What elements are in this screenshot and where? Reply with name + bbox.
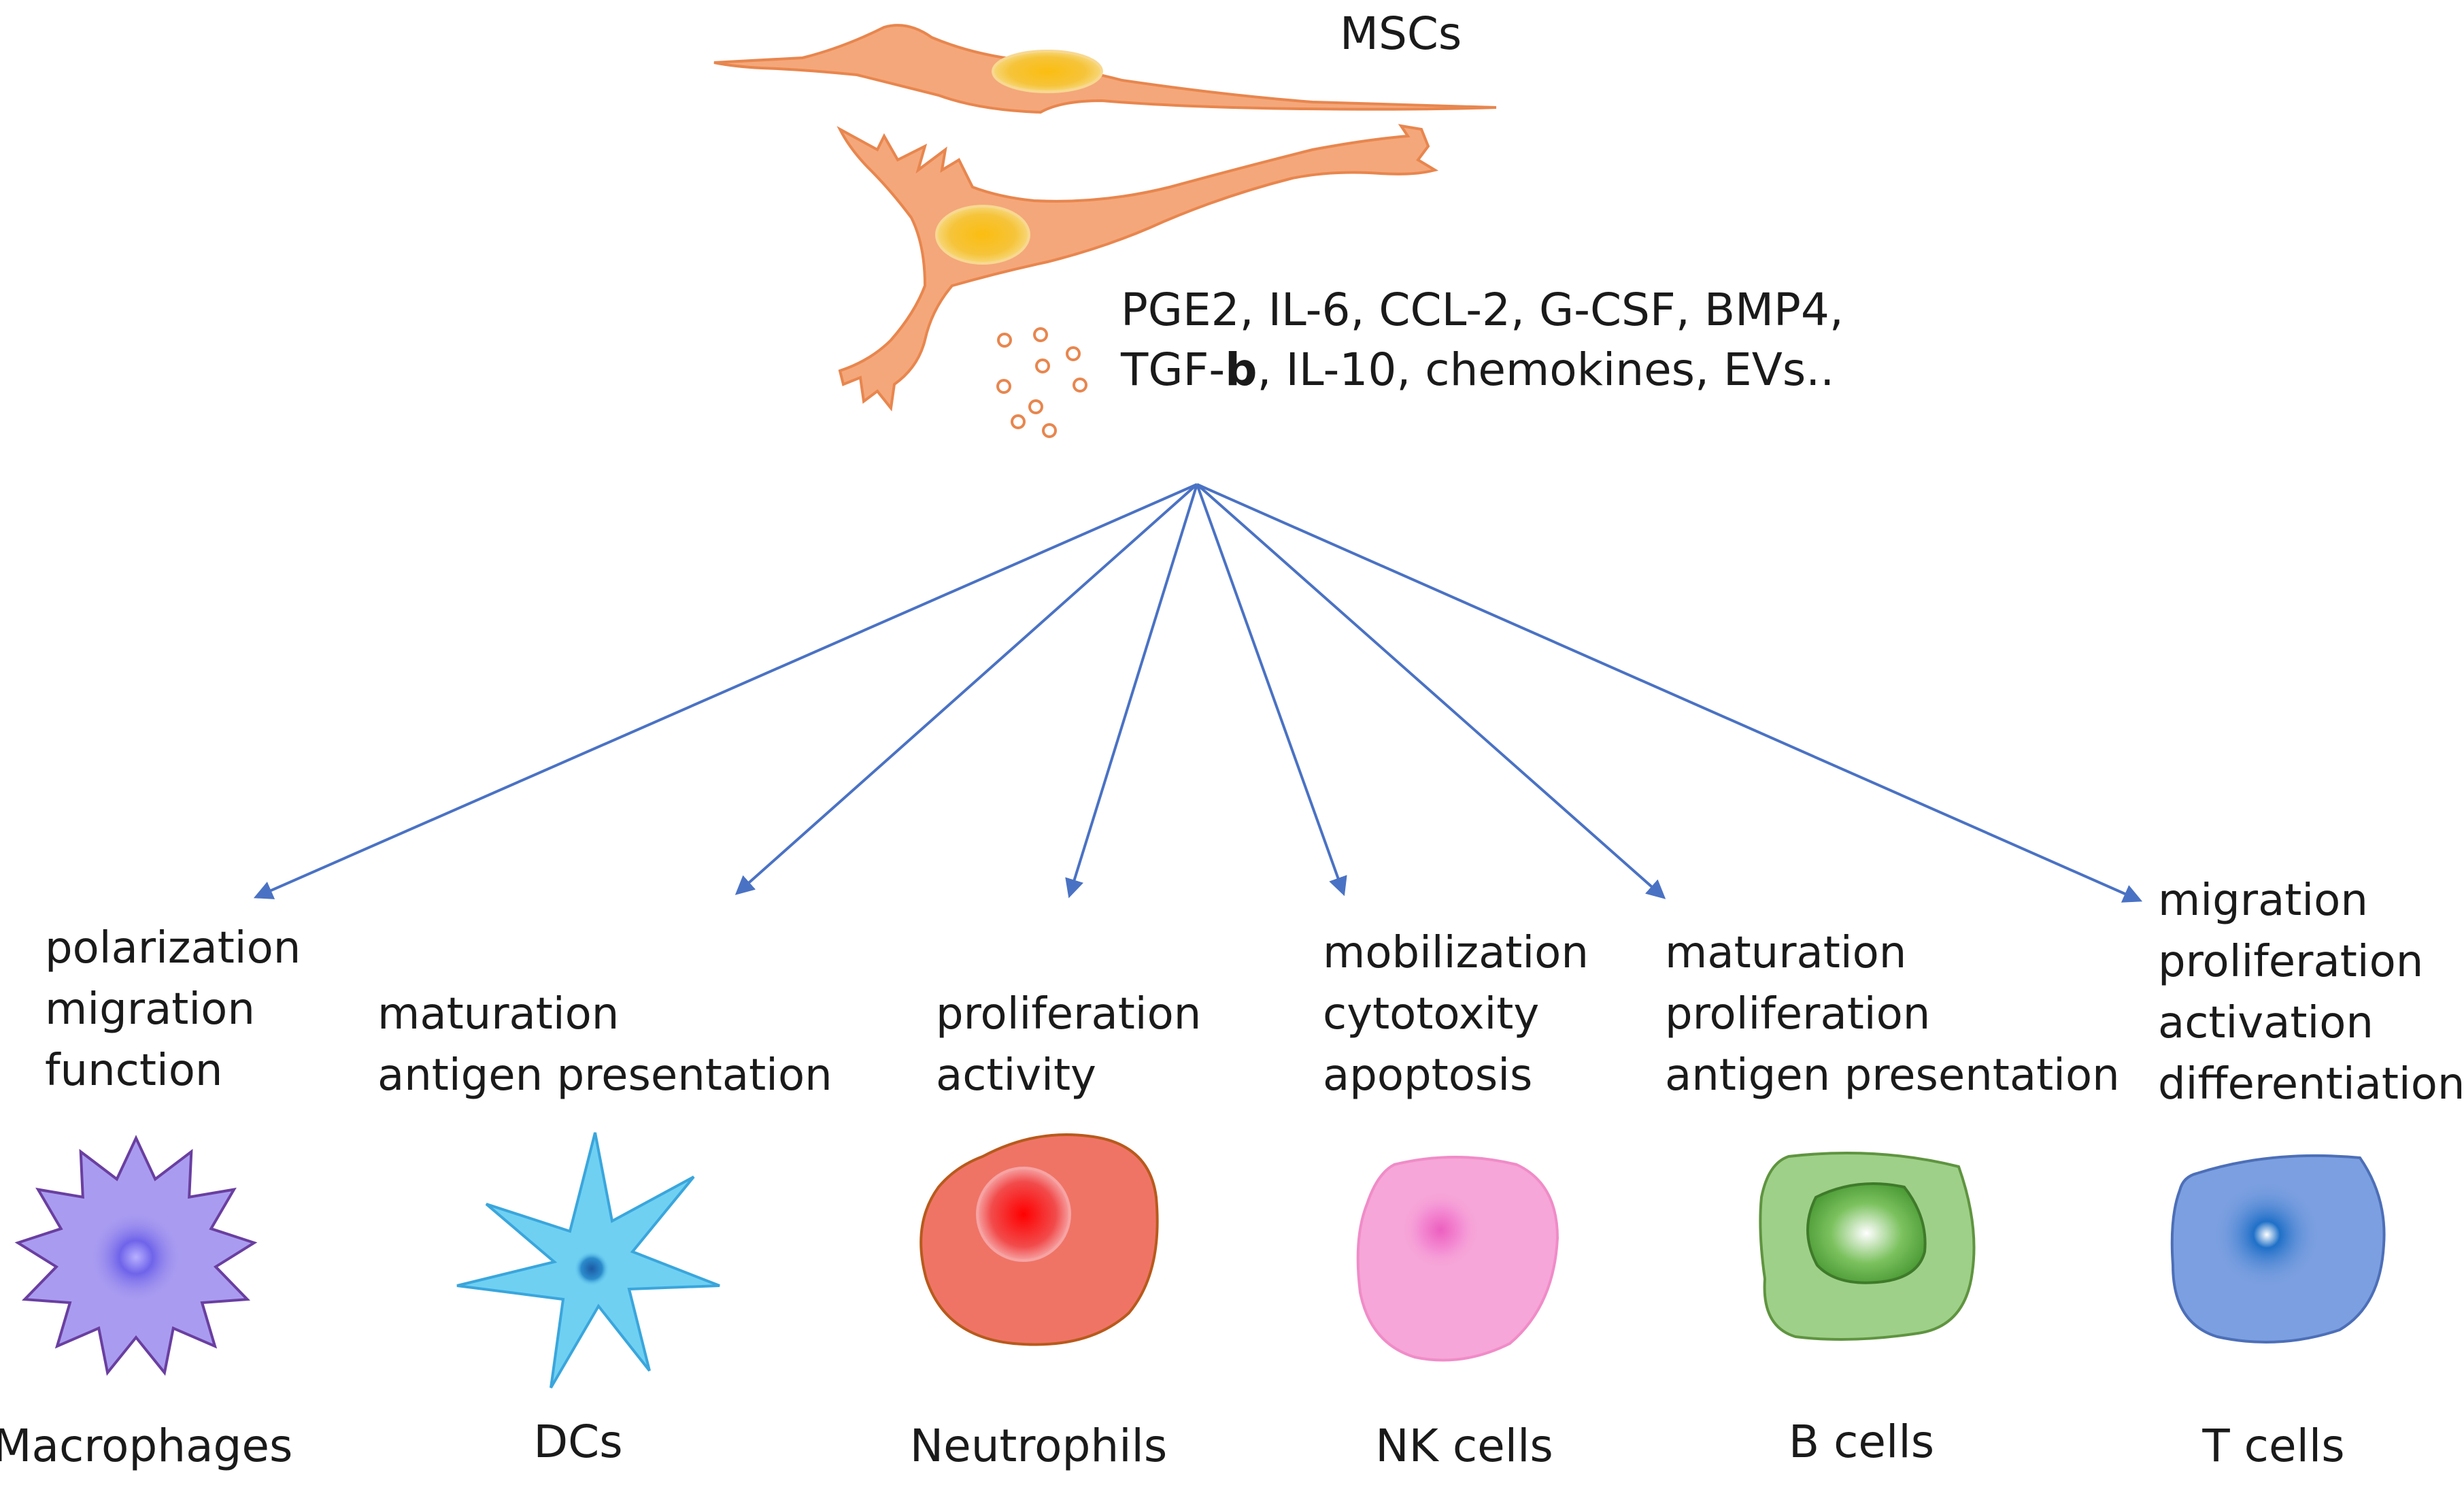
msc-cell-top (713, 24, 1497, 114)
secreted-factors-line-1: PGE2, IL-6, CCL-2, G-CSF, BMP4, (1121, 284, 1844, 336)
effects-nk-cells: mobilization cytotoxity apoptosis (1323, 928, 1589, 1101)
dc-cell (456, 1132, 720, 1389)
effect-text: migration (45, 984, 255, 1035)
effect-text: migration (2158, 875, 2368, 926)
label-t-cells: T cells (2201, 1420, 2344, 1472)
msc-label: MSCs (1340, 7, 1462, 60)
nk-nucleus (1401, 1190, 1480, 1269)
label-nk-cells: NK cells (1375, 1420, 1553, 1472)
effect-text: mobilization (1323, 928, 1589, 978)
factors-prefix: TGF- (1120, 344, 1225, 396)
factors-bold-symbol: b (1225, 344, 1257, 396)
vesicle (1033, 327, 1048, 342)
macrophage-cell (14, 1135, 258, 1376)
effect-text: apoptosis (1323, 1050, 1532, 1101)
effects-b-cells: maturation proliferation antigen present… (1665, 928, 2120, 1101)
b-cell (1759, 1152, 1976, 1341)
vesicle (1066, 346, 1081, 361)
secreted-vesicles (996, 327, 1087, 438)
macrophage-nucleus (88, 1209, 184, 1305)
vesicle (1073, 378, 1087, 393)
neutrophil-nucleus (976, 1167, 1071, 1262)
t-cell (2170, 1154, 2386, 1344)
dc-nucleus (574, 1251, 609, 1286)
effect-text: proliferation (936, 989, 1201, 1039)
arrow-to-dcs (735, 483, 1198, 895)
effect-text: antigen presentation (1665, 1050, 2120, 1101)
vesicle (1042, 423, 1057, 438)
label-b-cells: B cells (1789, 1416, 1934, 1468)
effect-text: activity (936, 1050, 1096, 1101)
effect-text: cytotoxity (1323, 989, 1539, 1039)
msc-nucleus (935, 205, 1030, 265)
arrow-to-t-cells (1196, 483, 2143, 903)
effect-text: differentiation (2158, 1059, 2464, 1109)
label-dcs: DCs (533, 1416, 622, 1468)
arrow-to-b-cells (1196, 483, 1666, 899)
effects-t-cells: migration proliferation activation diffe… (2158, 875, 2464, 1109)
secreted-factors-line-2: TGF-b, IL-10, chemokines, EVs.. (1120, 344, 1834, 396)
nk-cell (1356, 1156, 1559, 1362)
effect-text: maturation (1665, 928, 1906, 978)
msc-nucleus (992, 50, 1103, 93)
arrow-to-macrophages (253, 483, 1198, 899)
effect-text: proliferation (2158, 937, 2423, 987)
effects-dcs: maturation antigen presentation (377, 989, 832, 1101)
arrow-to-neutrophils (1065, 484, 1198, 899)
effects-neutrophils: proliferation activity (936, 989, 1201, 1101)
effect-text: activation (2158, 998, 2374, 1048)
effect-arrows (253, 483, 2143, 903)
vesicle (996, 379, 1011, 394)
effect-text: maturation (377, 989, 619, 1039)
effect-text: proliferation (1665, 989, 1930, 1039)
msc-cell-bottom (837, 124, 1439, 412)
t-nucleus (2214, 1182, 2320, 1288)
vesicle (1028, 399, 1043, 414)
arrow-to-nk-cells (1196, 484, 1347, 897)
neutrophil-cell (919, 1133, 1159, 1346)
vesicle (997, 333, 1012, 348)
effects-macrophages: polarization migration function (45, 923, 301, 1096)
vesicle (1011, 414, 1026, 429)
vesicle (1035, 358, 1050, 373)
label-macrophages: Macrophages (0, 1420, 292, 1472)
effect-text: function (45, 1046, 222, 1096)
effect-text: polarization (45, 923, 301, 973)
factors-suffix: , IL-10, chemokines, EVs.. (1258, 344, 1835, 396)
label-neutrophils: Neutrophils (910, 1420, 1168, 1472)
effect-text: antigen presentation (377, 1050, 832, 1101)
